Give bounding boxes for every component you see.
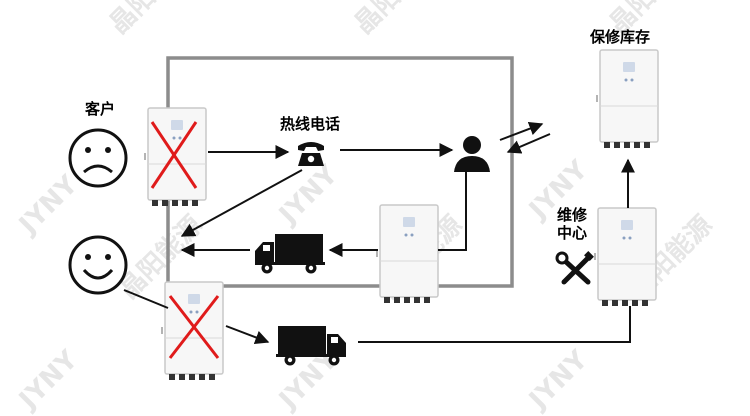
repair-center-label-line2: 中心: [557, 224, 588, 242]
watermark: 晶阳能源: [348, 0, 443, 40]
flow-connectors: [123, 121, 635, 345]
faulty-cross-icon: [168, 295, 220, 359]
truck-to-repair-line: [358, 306, 631, 343]
watermark: JYNY: [12, 169, 84, 241]
inverter-unit-icon: [594, 207, 657, 307]
customer-label: 客户: [85, 100, 116, 118]
watermark: 晶阳能源: [103, 0, 198, 40]
arrow-stock-to-agent: [506, 133, 551, 154]
inverter-unit-icon: [376, 204, 439, 304]
watermark: JYNY: [522, 344, 594, 416]
inverter-unit-icon: [596, 49, 659, 149]
faulty-cross-icon: [150, 121, 198, 189]
telephone-icon: [298, 142, 324, 166]
watermark: JYNY: [12, 344, 84, 416]
wrench-screwdriver-icon: [555, 251, 594, 285]
repair-center-label-line1: 维修: [557, 206, 588, 224]
watermark: JYNY: [272, 159, 344, 231]
arrow-hotline-to-customer: [180, 169, 303, 237]
delivery-truck-icon: [255, 234, 325, 274]
warranty-stock-label: 保修库存: [590, 28, 651, 46]
sad-face-icon: [68, 128, 128, 188]
happy-face-icon: [68, 235, 128, 295]
hotline-label: 热线电话: [280, 115, 341, 133]
agent-to-replacement-line: [438, 172, 467, 251]
happy-to-inverter-line: [123, 289, 169, 309]
agent-person-icon: [454, 136, 490, 172]
arrow-agent-to-stock: [499, 121, 544, 141]
arrow-to-truck-2: [225, 325, 270, 345]
